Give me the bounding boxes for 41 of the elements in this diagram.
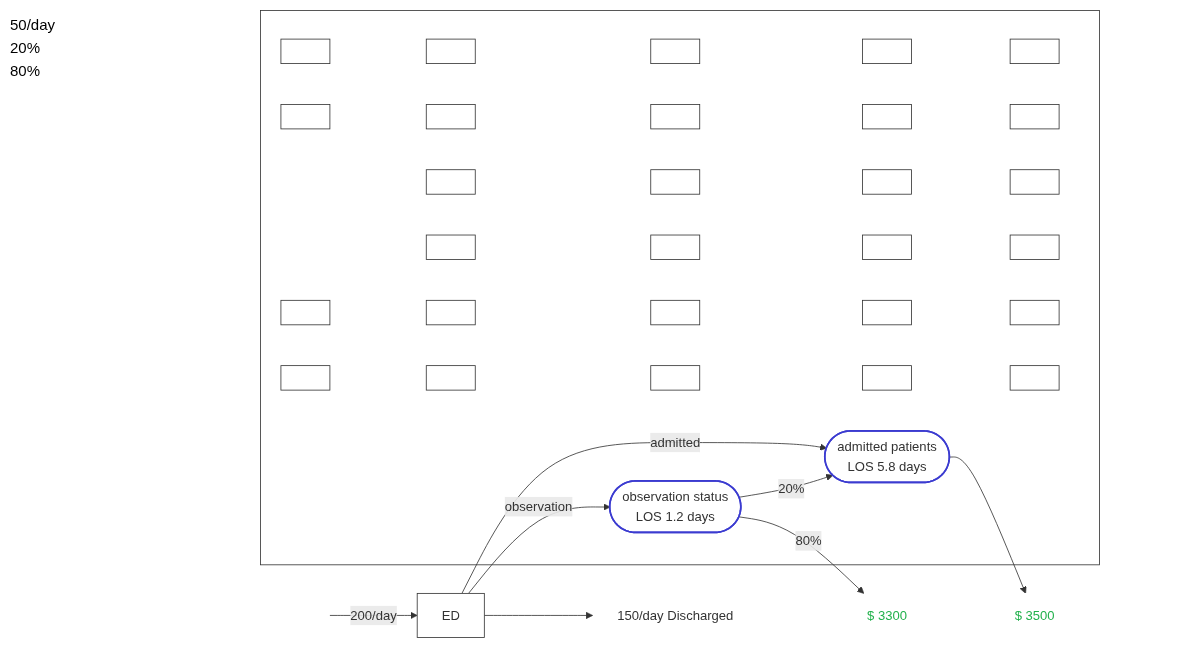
node-box	[650, 234, 701, 260]
node-box	[280, 299, 331, 326]
node-box	[862, 299, 912, 326]
node-box	[650, 104, 701, 130]
node-box	[280, 365, 331, 391]
node-box	[1009, 169, 1060, 195]
node-box	[1009, 104, 1060, 130]
node-box: ED	[416, 593, 485, 638]
node-box	[862, 365, 912, 391]
note-label: 20%	[10, 39, 42, 56]
node-text: $ 3500	[1014, 608, 1055, 622]
node-box	[425, 299, 476, 326]
node-box	[425, 104, 476, 130]
edge-label: 20%	[778, 481, 805, 496]
node-box	[425, 38, 476, 64]
node-text: $ 3300	[867, 608, 908, 622]
node-box	[1009, 299, 1060, 326]
node-box	[650, 38, 701, 64]
edge-label: 200/day	[350, 608, 397, 622]
node-box	[1009, 234, 1060, 260]
note-label: 80%	[10, 62, 42, 79]
node-box	[425, 234, 476, 260]
node-box	[650, 365, 701, 391]
node-box	[1009, 365, 1060, 391]
node-box	[425, 169, 476, 195]
edge-label: observation	[504, 499, 573, 514]
node-box	[650, 169, 701, 195]
node-box	[862, 38, 912, 64]
node-box	[280, 104, 331, 130]
node-box	[650, 299, 701, 326]
edge-label: 80%	[795, 533, 822, 548]
cluster	[260, 10, 1100, 566]
note-label: 50/day	[10, 16, 57, 33]
node-box	[280, 38, 331, 64]
node-box	[862, 234, 912, 260]
node-box	[1009, 38, 1060, 64]
node-box	[862, 169, 912, 195]
node-box	[425, 365, 476, 391]
edge-label: admitted	[650, 435, 701, 450]
node-text: 150/day Discharged	[617, 608, 734, 622]
node-box	[862, 104, 912, 130]
